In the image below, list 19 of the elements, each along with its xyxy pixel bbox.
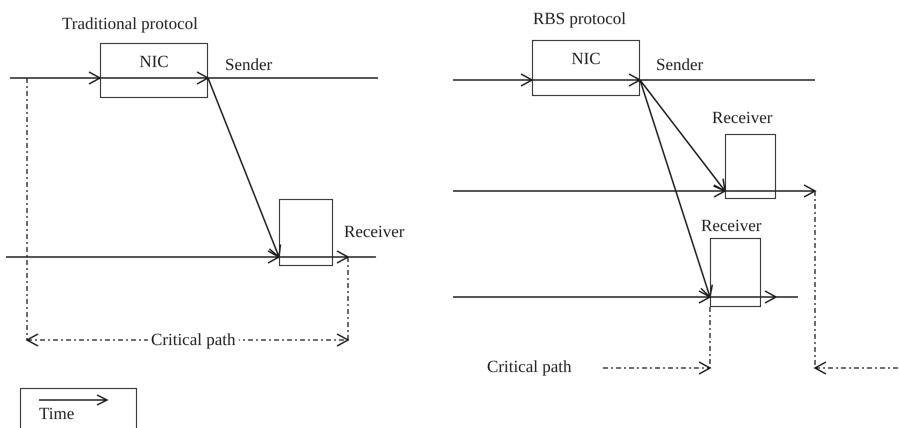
receiver-box [710, 238, 761, 307]
node-caption: Receiver [712, 108, 772, 128]
node-label: NIC [139, 52, 169, 72]
node-label: NIC [571, 49, 601, 69]
message-arrow [639, 80, 726, 192]
diagram-heading: Traditional protocol [62, 14, 198, 34]
message-arrow [639, 80, 714, 298]
legend-label: Time [39, 404, 74, 424]
dimension-label: Critical path [148, 330, 239, 350]
receiver-box [279, 199, 333, 266]
node-caption: Sender [225, 55, 272, 75]
nic-box [100, 43, 208, 98]
node-caption: Receiver [701, 216, 762, 236]
node-caption: Receiver [344, 222, 404, 242]
receiver-box [725, 134, 776, 199]
nic-box [532, 40, 640, 96]
node-caption: Sender [656, 55, 704, 75]
message-arrow [207, 78, 282, 258]
diagram-heading: RBS protocol [533, 9, 626, 29]
